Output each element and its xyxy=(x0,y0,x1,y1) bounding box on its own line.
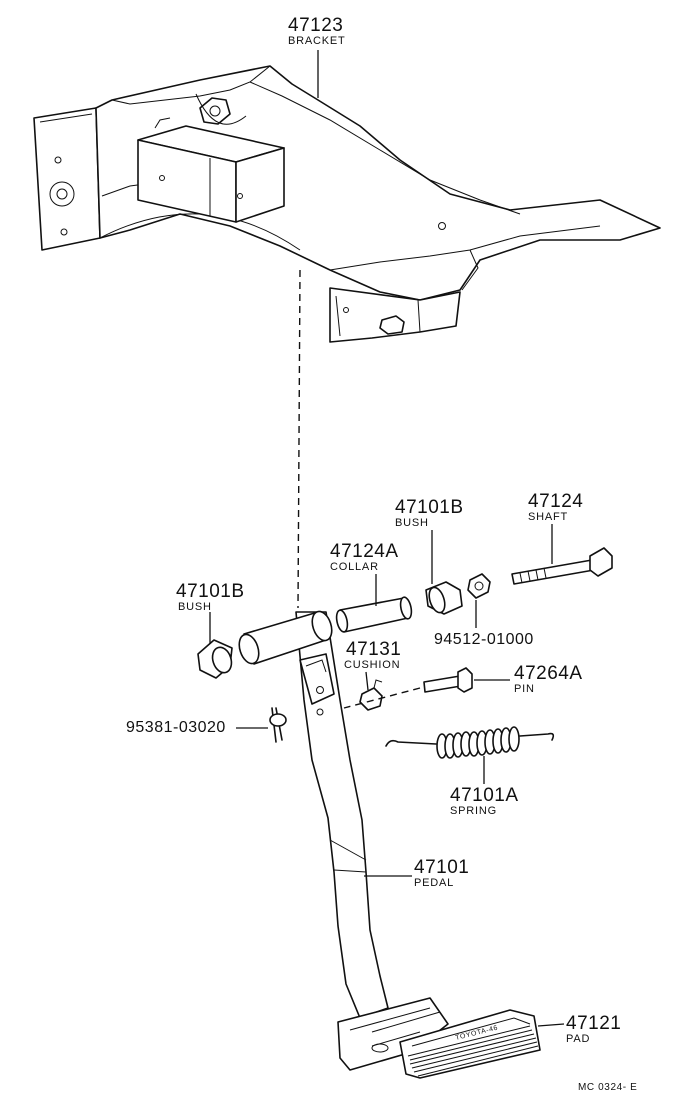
bracket-drawing xyxy=(33,65,661,343)
shaft-part-name: SHAFT xyxy=(528,511,569,523)
washer-part-number: 94512-01000 xyxy=(434,631,534,648)
bush-left-part-name: BUSH xyxy=(178,601,212,613)
pad-part-number: 47121 xyxy=(566,1013,622,1034)
collar-part-name: COLLAR xyxy=(330,561,379,573)
bush-left-drawing xyxy=(197,639,233,679)
pedal-part-number: 47101 xyxy=(414,857,470,878)
bush-right-part-number: 47101B xyxy=(395,497,464,518)
diagram-code: MC 0324- E xyxy=(578,1082,638,1093)
washer-drawing xyxy=(467,573,491,599)
bush-right-drawing xyxy=(425,581,463,615)
shaft-part-number: 47124 xyxy=(528,491,584,512)
pad-part-name: PAD xyxy=(566,1033,591,1045)
spring-part-name: SPRING xyxy=(450,805,497,817)
leader-lines xyxy=(209,50,565,1027)
pad-drawing xyxy=(399,1009,541,1079)
spring-drawing xyxy=(385,726,555,759)
spring-coils xyxy=(436,726,520,759)
cushion-drawing xyxy=(359,679,383,711)
bracket-part-number: 47123 xyxy=(288,15,344,36)
pin-drawing xyxy=(423,667,473,693)
cushion-part-name: CUSHION xyxy=(344,659,401,671)
cotter-pin-drawing xyxy=(269,707,287,743)
shaft-drawing xyxy=(511,547,613,585)
cushion-part-number: 47131 xyxy=(346,639,402,660)
bush-left-part-number: 47101B xyxy=(176,581,245,602)
pedal-drawing xyxy=(238,610,449,1071)
cotter-pin-part-number: 95381-03020 xyxy=(126,719,226,736)
spring-part-number: 47101A xyxy=(450,785,519,806)
pin-part-name: PIN xyxy=(514,683,535,695)
collar-drawing xyxy=(335,596,413,633)
pedal-part-name: PEDAL xyxy=(414,877,455,889)
collar-part-number: 47124A xyxy=(330,541,399,562)
pin-part-number: 47264A xyxy=(514,663,583,684)
bush-right-part-name: BUSH xyxy=(395,517,429,529)
bracket-part-name: BRACKET xyxy=(288,35,346,47)
